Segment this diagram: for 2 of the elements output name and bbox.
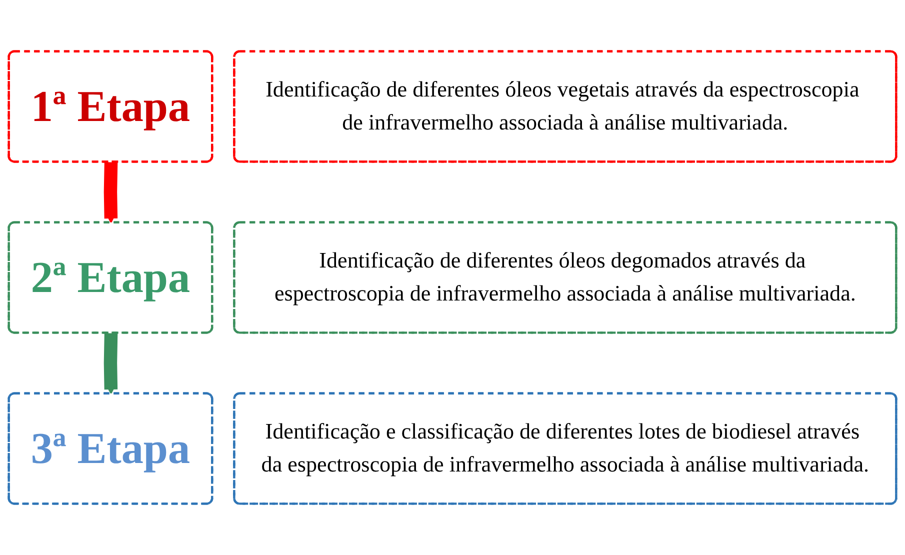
arrow [104,162,118,224]
arrow [104,333,118,394]
